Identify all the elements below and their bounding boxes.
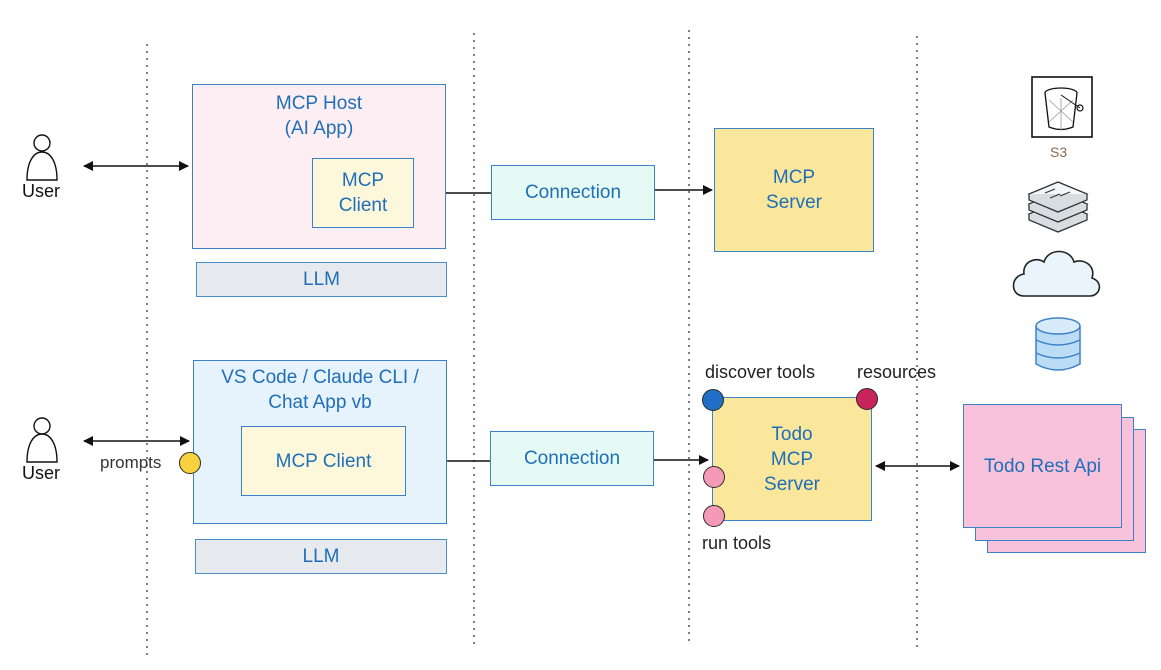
todo-mcp-server-box: Todo MCP Server <box>712 397 872 521</box>
prompts-port <box>179 452 201 474</box>
user-icon <box>26 134 58 181</box>
s3-bucket-icon <box>1031 76 1093 138</box>
user-label: User <box>22 463 61 483</box>
user-icon <box>26 417 58 463</box>
resources-label: resources <box>857 362 937 382</box>
mcp-host-title: MCP Host (AI App) <box>275 93 363 139</box>
todo-rest-api-box: Todo Rest Api <box>963 404 1122 528</box>
database-cylinder-icon <box>1035 317 1081 371</box>
user-label: User <box>22 181 61 201</box>
discover-tools-port <box>702 389 724 411</box>
vscode-host-title: VS Code / Claude CLI / Chat App vb <box>221 367 419 413</box>
run-tools-label: run tools <box>702 533 772 553</box>
cloud-icon <box>1012 250 1101 297</box>
mcp-client-box: MCP Client <box>312 158 414 228</box>
run-tools-port <box>703 466 725 488</box>
connection-box: Connection <box>490 431 654 486</box>
run-tools-port <box>703 505 725 527</box>
database-stack-icon <box>1027 181 1089 233</box>
llm-box: LLM <box>196 262 447 297</box>
connection-box: Connection <box>491 165 655 220</box>
mcp-client-box: MCP Client <box>241 426 406 496</box>
llm-box: LLM <box>195 539 447 574</box>
prompts-label: prompts <box>100 453 162 472</box>
s3-label: S3 <box>1050 144 1068 160</box>
discover-tools-label: discover tools <box>705 362 816 382</box>
mcp-server-box: MCP Server <box>714 128 874 252</box>
resources-port <box>856 388 878 410</box>
